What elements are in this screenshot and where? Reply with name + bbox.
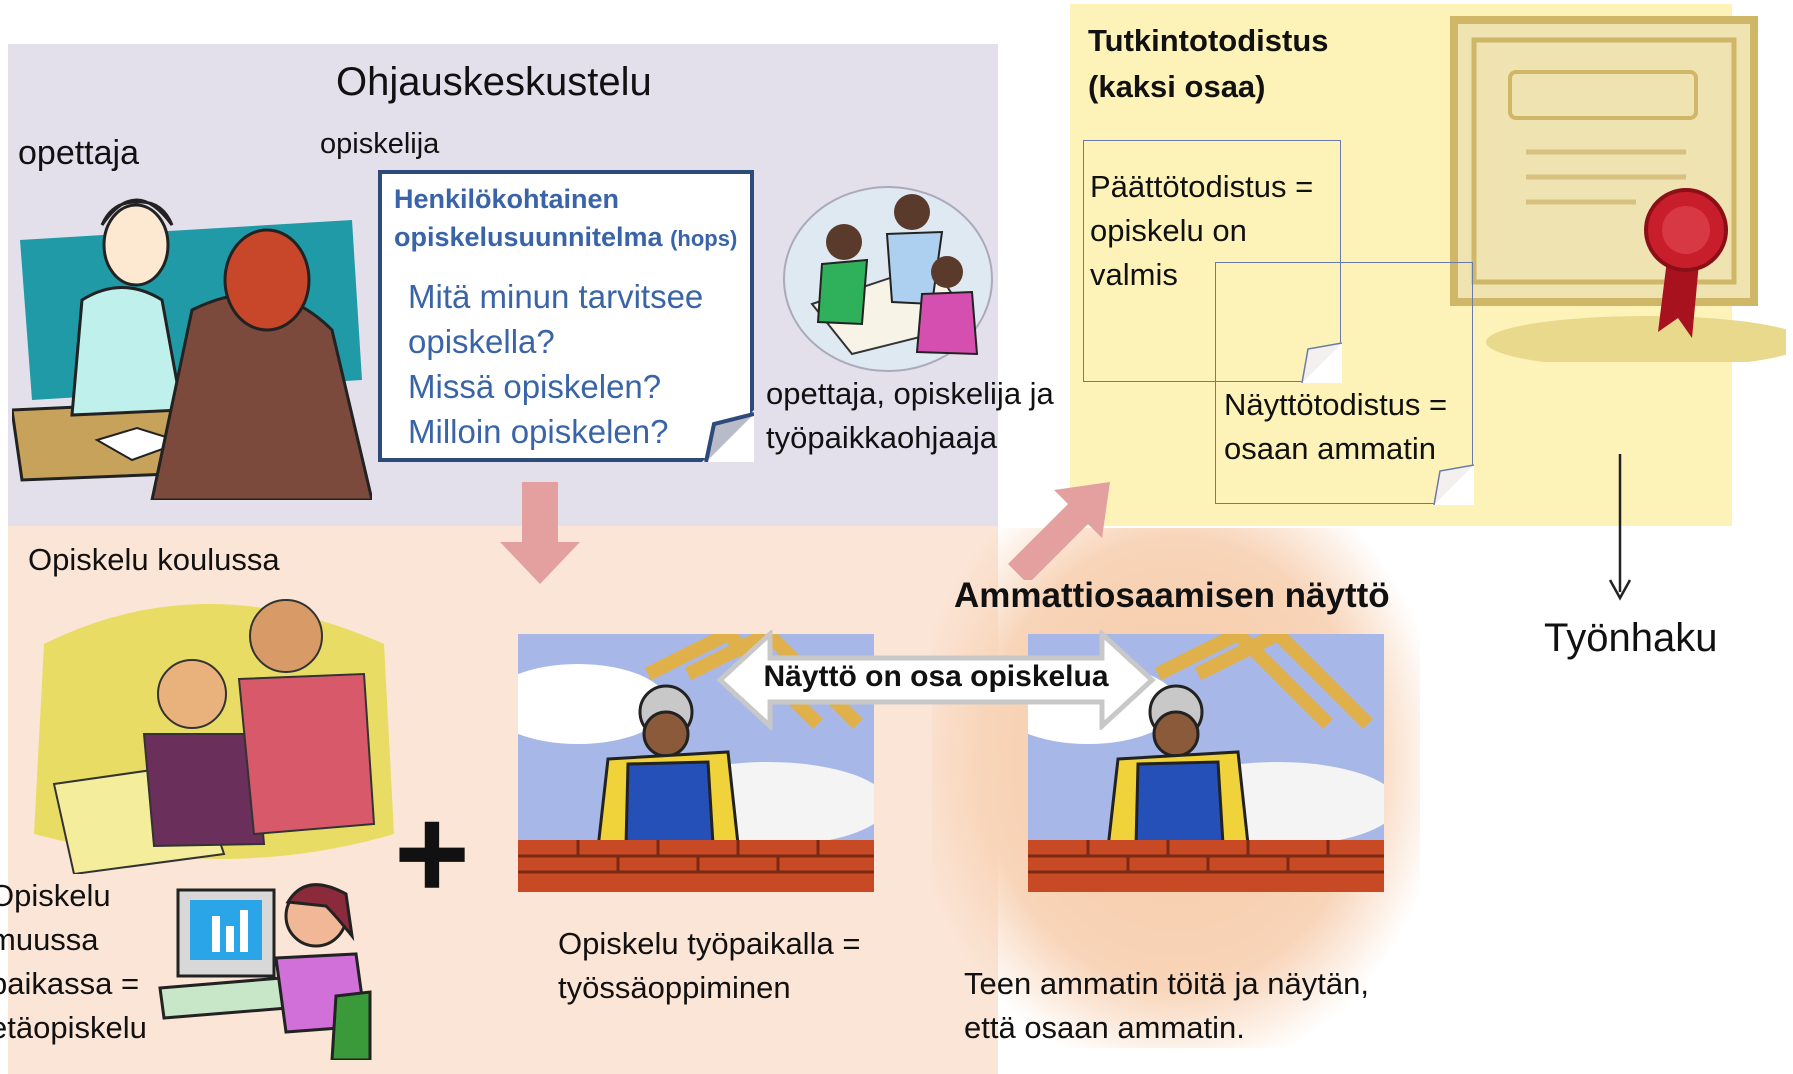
hops-heading-line2: opiskelusuunnitelma (hops) bbox=[394, 218, 737, 258]
final-certificate-doc: Päättötodistus = opiskelu on valmis bbox=[1083, 140, 1342, 383]
workplace-clipart bbox=[518, 634, 874, 892]
double-arrow-label: Näyttö on osa opiskelua bbox=[763, 660, 1109, 693]
certificate-title-line2: (kaksi osaa) bbox=[1088, 69, 1266, 104]
workplace-study-label: Opiskelu työpaikalla = työssäoppiminen bbox=[558, 922, 860, 1010]
remote-study-line2: muussa bbox=[0, 922, 99, 957]
workplace-study-line1: Opiskelu työpaikalla = bbox=[558, 926, 861, 961]
hops-heading: Henkilökohtainen opiskelusuunnitelma (ho… bbox=[394, 180, 737, 258]
hops-question-1: Mitä minun tarvitsee bbox=[408, 278, 704, 315]
hops-question-3: Milloin opiskelen? bbox=[408, 413, 669, 450]
hops-heading-line1: Henkilökohtainen bbox=[394, 184, 620, 214]
demonstration-line1: Teen ammatin töitä ja näytän, bbox=[964, 966, 1369, 1001]
plus-sign: + bbox=[394, 780, 470, 926]
student-label: opiskelija bbox=[320, 128, 440, 160]
demonstration-title: Ammattiosaamisen näyttö bbox=[954, 576, 1390, 615]
workplace-study-line2: työssäoppiminen bbox=[558, 970, 791, 1005]
job-search-label: Työnhaku bbox=[1544, 616, 1718, 660]
demonstration-label: Teen ammatin töitä ja näytän, että osaan… bbox=[964, 962, 1369, 1050]
certificate-title-line1: Tutkintotodistus bbox=[1088, 23, 1329, 58]
certificate-clipart bbox=[1450, 16, 1786, 362]
final-certificate-line2: opiskelu on bbox=[1090, 213, 1247, 248]
guidance-title: Ohjauskeskustelu bbox=[336, 60, 652, 104]
teacher-label: opettaja bbox=[18, 134, 139, 172]
remote-study-line3: paikassa = bbox=[0, 966, 140, 1001]
remote-study-line1: Opiskelu bbox=[0, 878, 111, 913]
final-certificate-line1: Päättötodistus = bbox=[1090, 169, 1314, 204]
final-certificate-line3: valmis bbox=[1090, 257, 1178, 292]
arrow-to-job-search bbox=[1608, 454, 1632, 601]
hops-question-1-cont: opiskella? bbox=[408, 323, 555, 360]
hops-note: Henkilökohtainen opiskelusuunnitelma (ho… bbox=[378, 170, 754, 462]
certificate-title: Tutkintotodistus (kaksi osaa) bbox=[1088, 18, 1329, 110]
school-study-label: Opiskelu koulussa bbox=[28, 542, 280, 577]
double-arrow bbox=[716, 630, 1156, 730]
demonstration-certificate-doc: Näyttötodistus = osaan ammatin bbox=[1215, 262, 1474, 505]
meeting-participants-line1: opettaja, opiskelija ja bbox=[766, 376, 1054, 411]
doc2-folded-corner bbox=[1432, 463, 1474, 505]
demonstration-certificate-line1: Näyttötodistus = bbox=[1224, 387, 1448, 422]
flow-arrow-down bbox=[500, 482, 580, 584]
computer-user-clipart bbox=[158, 883, 372, 1060]
teacher-student-clipart bbox=[12, 198, 372, 500]
demonstration-certificate-text: Näyttötodistus = osaan ammatin bbox=[1224, 383, 1447, 471]
meeting-participants-label: opettaja, opiskelija ja työpaikkaohjaaja bbox=[766, 372, 1054, 460]
hops-heading-text: opiskelusuunnitelma bbox=[394, 222, 663, 252]
hops-question-2: Missä opiskelen? bbox=[408, 368, 662, 405]
demonstration-certificate-line2: osaan ammatin bbox=[1224, 431, 1436, 466]
school-study-clipart bbox=[34, 599, 394, 874]
flow-arrow-up-right bbox=[1008, 482, 1110, 580]
remote-study-line4: etäopiskelu bbox=[0, 1010, 147, 1045]
demonstration-line2: että osaan ammatin. bbox=[964, 1010, 1245, 1045]
meeting-participants-line2: työpaikkaohjaaja bbox=[766, 420, 997, 455]
doc1-folded-corner bbox=[1300, 341, 1342, 383]
hops-questions: Mitä minun tarvitsee opiskella? Missä op… bbox=[408, 274, 703, 454]
meeting-group-clipart bbox=[783, 186, 993, 372]
note-folded-corner bbox=[702, 410, 754, 462]
final-certificate-text: Päättötodistus = opiskelu on valmis bbox=[1090, 165, 1313, 297]
remote-study-label: Opiskelu muussa paikassa = etäopiskelu bbox=[0, 874, 147, 1050]
hops-abbreviation: (hops) bbox=[670, 226, 738, 251]
